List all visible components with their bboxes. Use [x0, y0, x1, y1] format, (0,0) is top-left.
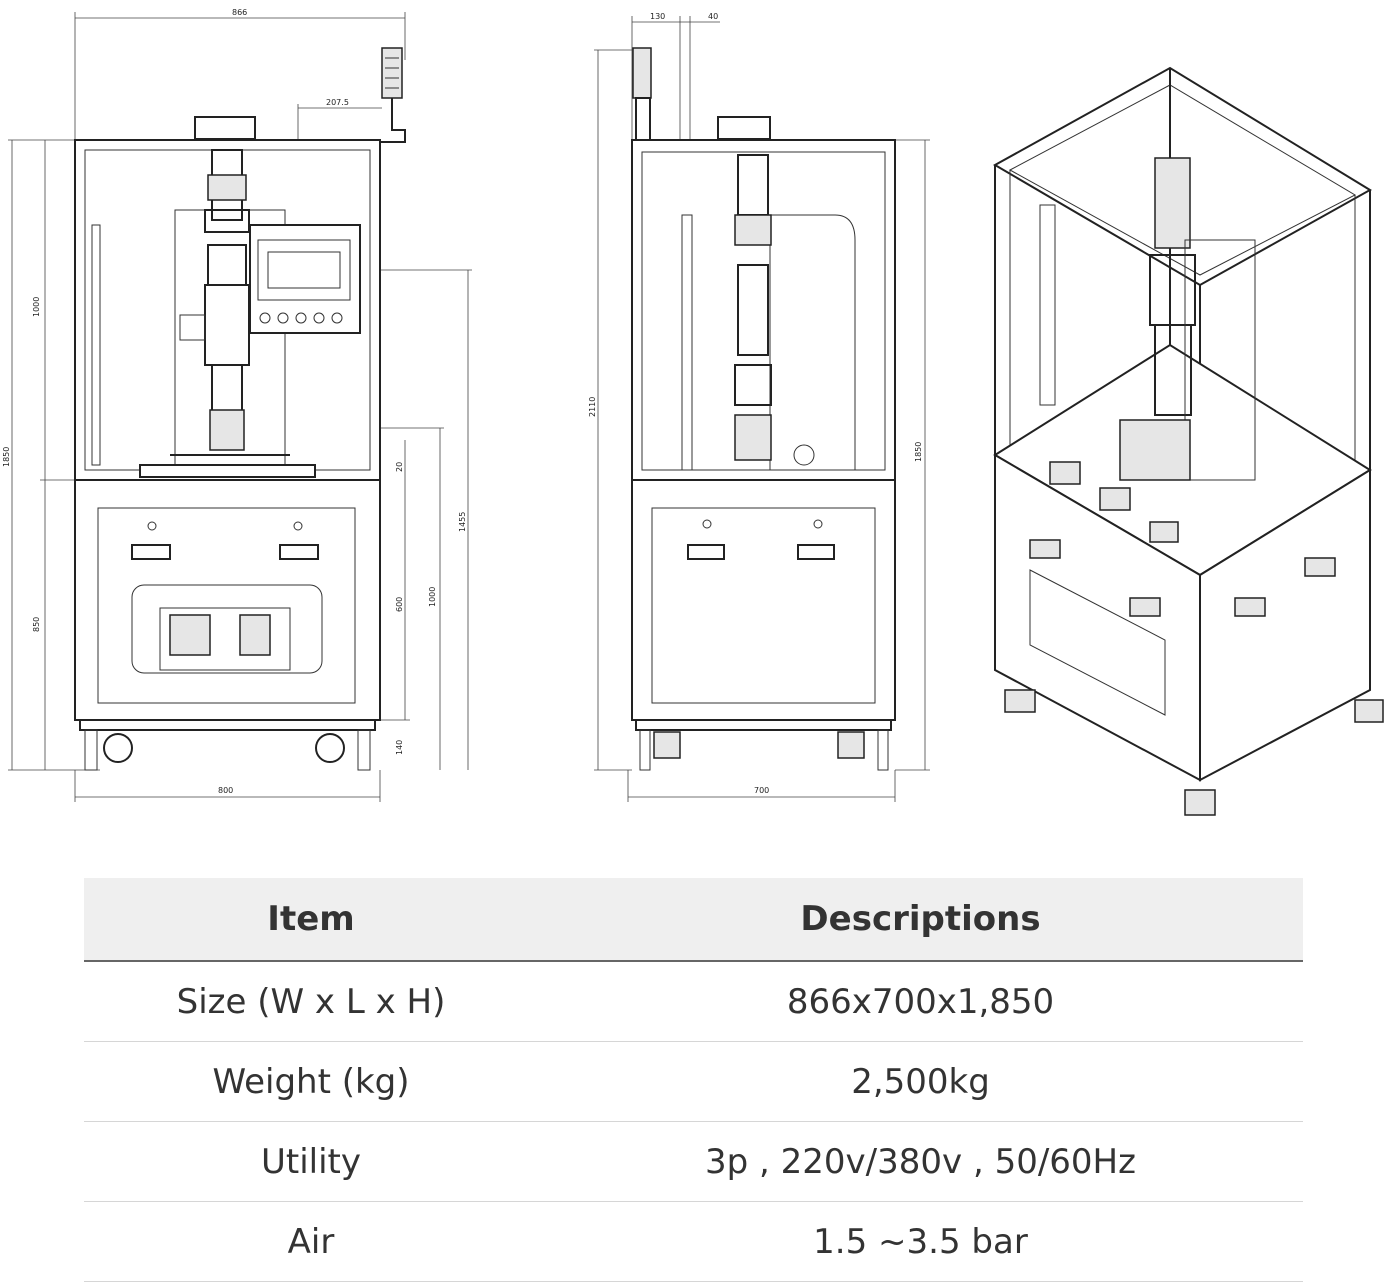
- dim-upper: 1000: [32, 297, 41, 317]
- dim-h1000: 1000: [428, 587, 437, 607]
- dim-width-bottom: 800: [218, 786, 233, 795]
- dim-width-top: 866: [232, 8, 247, 17]
- dim-caster: 140: [395, 740, 404, 755]
- dim-lower: 850: [32, 617, 41, 632]
- dim-work-height: 1455: [458, 512, 467, 532]
- front-view: 866 207.5 1850 1000 850 1455 1000 20 600…: [2, 8, 472, 802]
- dim-side-height-total: 2110: [588, 397, 597, 417]
- header-descriptions: Descriptions: [538, 878, 1303, 962]
- header-item: Item: [84, 878, 538, 962]
- row-item: Weight (kg): [84, 1041, 538, 1122]
- table-row: Size (W x L x H) 866x700x1,850: [84, 961, 1303, 1042]
- row-item: Utility: [84, 1121, 538, 1202]
- dim-side-top-b: 40: [708, 12, 718, 21]
- dim-height-total: 1850: [2, 447, 11, 467]
- dim-offset: 207.5: [326, 98, 349, 107]
- technical-drawing: 866 207.5 1850 1000 850 1455 1000 20 600…: [2, 8, 1384, 816]
- row-item: Size (W x L x H): [84, 961, 538, 1042]
- dim-side-top-a: 130: [650, 12, 665, 21]
- row-description: 2,500kg: [538, 1041, 1303, 1122]
- spec-table: Item Descriptions Size (W x L x H) 866x7…: [84, 878, 1303, 1282]
- row-item: Air: [84, 1201, 538, 1282]
- table-row: Weight (kg) 2,500kg: [84, 1041, 1303, 1122]
- isometric-view: [992, 66, 1384, 816]
- row-description: 3p , 220v/380v , 50/60Hz: [538, 1121, 1303, 1202]
- table-row: Utility 3p , 220v/380v , 50/60Hz: [84, 1121, 1303, 1202]
- dim-small: 20: [395, 462, 404, 472]
- side-view: 130 40 2110 1850 700: [588, 12, 930, 802]
- spec-table-header: Item Descriptions: [84, 878, 1303, 962]
- row-description: 1.5 ~3.5 bar: [538, 1201, 1303, 1282]
- table-row: Air 1.5 ~3.5 bar: [84, 1201, 1303, 1282]
- row-description: 866x700x1,850: [538, 961, 1303, 1042]
- dim-side-width-bottom: 700: [754, 786, 769, 795]
- dim-side-height-right: 1850: [914, 442, 923, 462]
- dim-h600: 600: [395, 597, 404, 612]
